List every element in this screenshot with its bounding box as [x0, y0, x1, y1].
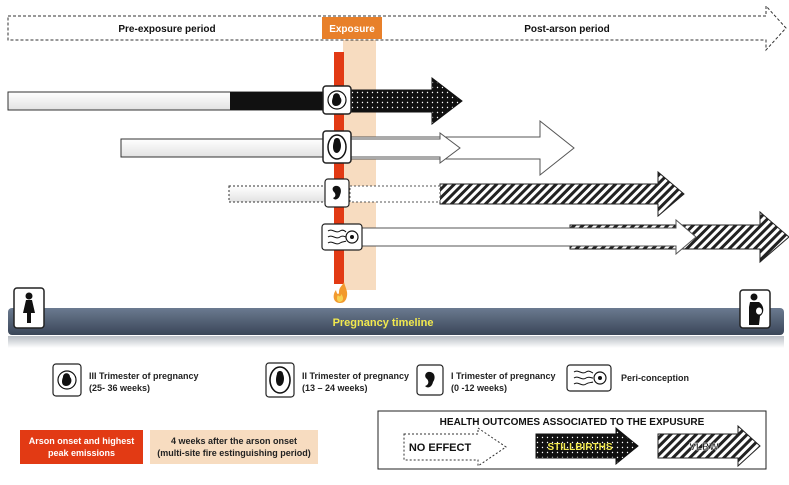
sperm-egg-icon: [573, 370, 607, 386]
fetus-third-trimester-icon: [57, 370, 77, 390]
row2-pre-bar: [120, 138, 335, 158]
fetus-second-trimester-icon: [327, 134, 347, 160]
outcomes-title: HEALTH OUTCOMES ASSOCIATED TO THE EXPUSU…: [440, 417, 705, 428]
sperm-egg-icon: [327, 229, 359, 245]
row3-pre-bar: [228, 185, 335, 203]
pregnancy-timeline-bar: [8, 308, 784, 335]
exposure-label: Exposure: [329, 24, 375, 35]
fetus-second-trimester-icon: [269, 366, 291, 394]
fetus-third-trimester-icon: [327, 90, 347, 110]
legend-t3-label: III Trimester of pregnancy (25- 36 weeks…: [89, 371, 199, 393]
pregnant-woman-icon: [749, 293, 764, 325]
period-arrow: [7, 4, 787, 52]
four-weeks-legend-label: 4 weeks after the arson onset (multi-sit…: [157, 436, 311, 458]
pregnancy-timeline-shadow: [8, 336, 784, 348]
vlbw-legend-arrow: [657, 424, 761, 468]
row1-transition-bar: [230, 92, 336, 110]
four-weeks-legend-swatch: [150, 430, 318, 464]
legend-t1-label: I Trimester of pregnancy (0 -12 weeks): [451, 371, 556, 393]
legend-pc-label: Peri-conception: [621, 373, 690, 383]
vlbw-label: VLBW: [689, 442, 719, 453]
no-effect-legend-arrow: [403, 427, 507, 467]
exposure-label-box: [322, 17, 382, 39]
row2-front-arrow: [349, 132, 461, 164]
row1-stillbirths-arrow: [349, 76, 463, 126]
woman-icon: [23, 292, 35, 323]
fetus-first-trimester-icon: [332, 185, 341, 200]
row3-vlbw-arrow: [439, 170, 685, 218]
row4-no-effect-arrow: [359, 218, 697, 256]
stillbirths-legend-arrow: [535, 426, 639, 466]
fire-icon: [333, 282, 348, 303]
arson-onset-band: [334, 52, 344, 284]
row2-no-effect-arrow: [349, 119, 575, 177]
arson-onset-legend-label: Arson onset and highest peak emissions: [28, 436, 135, 458]
stillbirths-label: STILLBIRTHS: [548, 442, 613, 453]
post-arson-label: Post-arson period: [524, 24, 610, 35]
arson-onset-legend-swatch: [20, 430, 143, 464]
pregnancy-timeline-label: Pregnancy timeline: [333, 317, 434, 329]
legend-pc-frame: [566, 364, 612, 392]
legend-t2-label: II Trimester of pregnancy (13 – 24 weeks…: [302, 371, 410, 393]
fetus-first-trimester-icon: [425, 371, 435, 388]
pre-exposure-label: Pre-exposure period: [118, 24, 215, 35]
row3-no-effect-arrow: [349, 185, 441, 203]
no-effect-label: NO EFFECT: [409, 442, 472, 454]
